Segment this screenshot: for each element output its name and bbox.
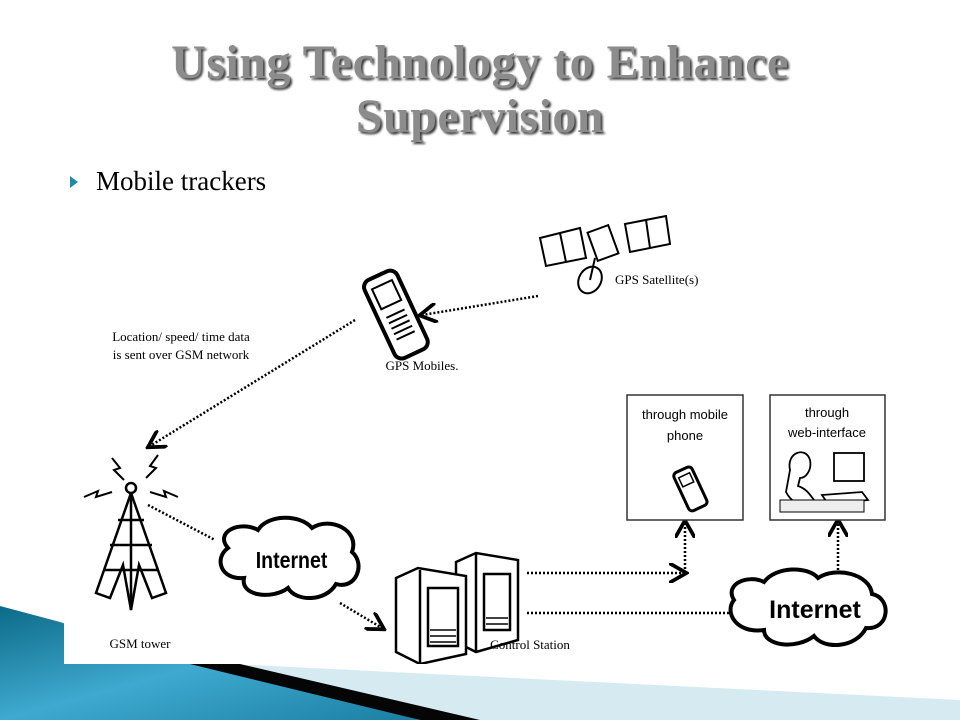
box-mobile-line-1: through mobile: [642, 407, 728, 422]
box-mobile-line-2: phone: [667, 428, 703, 443]
note-line-2: is sent over GSM network: [113, 347, 250, 362]
station-label: Control Station: [490, 637, 570, 652]
gps-mobile-icon: [362, 268, 430, 361]
bullet-text: Mobile trackers: [96, 166, 267, 196]
box-web-line-2: web-interface: [787, 425, 866, 440]
slide-title: Using Technology to Enhance Supervision: [0, 36, 960, 144]
arrow-satellite-to-mobile: [422, 294, 539, 315]
triangle-bullet-icon: [70, 175, 78, 188]
title-line-1: Using Technology to Enhance: [171, 36, 789, 89]
box-web-line-1: through: [805, 405, 849, 420]
gsm-tower-icon: [83, 454, 179, 611]
satellite-label: GPS Satellite(s): [615, 272, 698, 287]
internet-cloud-icon: [728, 567, 888, 648]
link-tower-to-internet: [147, 503, 216, 542]
gps-tracking-diagram: GPS Satellite(s) GPS Mobiles. Location/ …: [64, 215, 888, 664]
arrow-mobile-to-tower: [150, 318, 356, 446]
note-line-1: Location/ speed/ time data: [112, 329, 250, 344]
title-line-2: Supervision: [355, 90, 605, 143]
tower-label: GSM tower: [109, 636, 171, 651]
satellite-icon: [538, 215, 672, 295]
arrow-internet-to-station: [339, 601, 382, 628]
cloud2-label: Internet: [769, 596, 861, 624]
mobile-label: GPS Mobiles.: [386, 358, 459, 373]
mobile-phone-icon: [672, 465, 709, 513]
cloud1-label: Internet: [256, 548, 328, 574]
bullet-item: Mobile trackers: [70, 166, 266, 197]
internet-cloud-icon: [218, 515, 361, 601]
person-at-computer-icon: [779, 451, 870, 513]
control-station-servers-icon: [394, 551, 520, 664]
